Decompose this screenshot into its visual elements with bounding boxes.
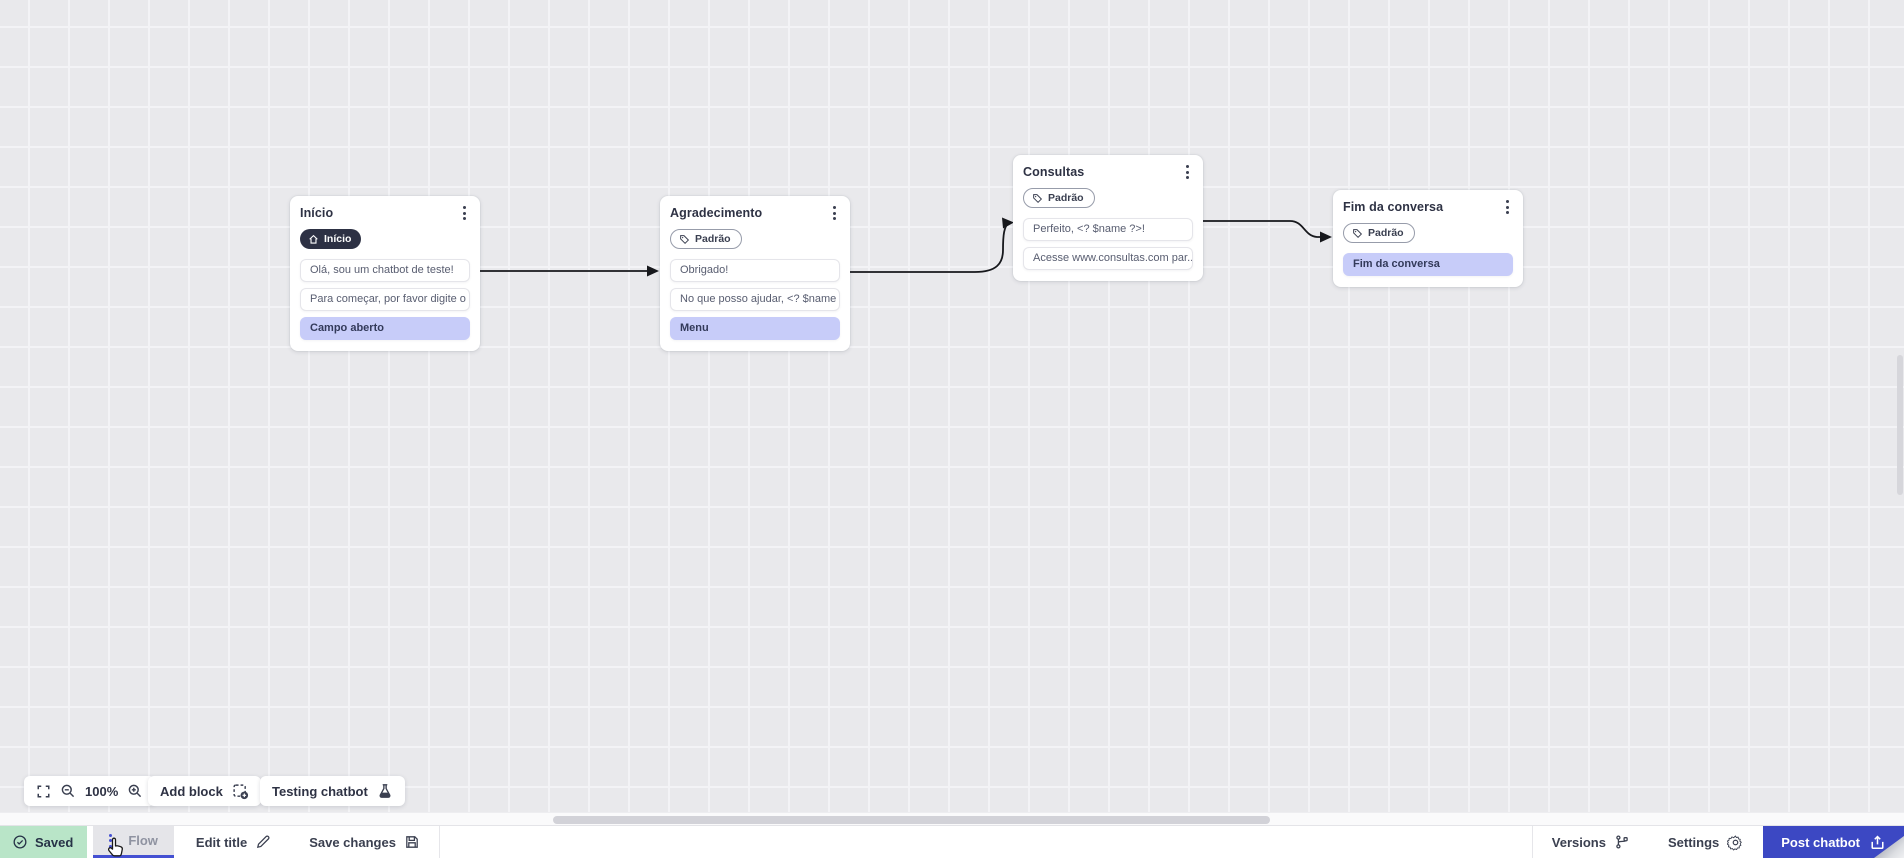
flow-menu-button[interactable] bbox=[105, 832, 116, 850]
node-title: Agradecimento bbox=[670, 206, 763, 220]
message-block[interactable]: Olá, sou um chatbot de teste! bbox=[300, 258, 470, 282]
node-agradecimento[interactable]: Agradecimento Padrão Obrigado! No que po… bbox=[660, 196, 850, 351]
status-bar: Saved Flow Edit title Save changes Versi… bbox=[0, 825, 1904, 858]
node-title: Fim da conversa bbox=[1343, 200, 1444, 214]
fullscreen-icon bbox=[37, 785, 50, 797]
settings-button[interactable]: Settings bbox=[1649, 826, 1763, 858]
node-badge: Padrão bbox=[1343, 223, 1415, 243]
message-block[interactable]: Acesse www.consultas.com par... bbox=[1023, 246, 1193, 270]
node-menu-button[interactable] bbox=[459, 204, 470, 222]
saved-status-badge: Saved bbox=[0, 826, 88, 858]
add-block-button[interactable]: Add block bbox=[148, 776, 261, 806]
versions-branch-icon bbox=[1616, 835, 1628, 849]
tag-icon bbox=[1353, 228, 1363, 238]
node-menu-button[interactable] bbox=[1502, 198, 1513, 216]
input-block[interactable]: Fim da conversa bbox=[1343, 252, 1513, 276]
testing-chatbot-button[interactable]: Testing chatbot bbox=[260, 776, 405, 806]
wire-consultas-fim bbox=[1202, 220, 1321, 238]
add-block-icon bbox=[233, 783, 248, 799]
zoom-out-icon bbox=[61, 784, 75, 798]
pencil-icon bbox=[257, 835, 270, 849]
gear-icon bbox=[1727, 835, 1743, 850]
versions-button[interactable]: Versions bbox=[1533, 826, 1649, 858]
node-menu-button[interactable] bbox=[1182, 163, 1193, 181]
tab-flow[interactable]: Flow bbox=[93, 826, 174, 858]
tag-icon bbox=[680, 234, 690, 244]
node-consultas[interactable]: Consultas Padrão Perfeito, <? $name ?>! … bbox=[1013, 155, 1203, 281]
node-inicio[interactable]: Início Início Olá, sou um chatbot de tes… bbox=[290, 196, 480, 351]
zoom-toolbar: 100% bbox=[24, 776, 156, 806]
edit-title-button[interactable]: Edit title bbox=[174, 826, 290, 858]
node-title: Início bbox=[300, 206, 334, 220]
zoom-in-icon bbox=[128, 784, 142, 798]
message-block[interactable]: Perfeito, <? $name ?>! bbox=[1023, 217, 1193, 241]
node-title: Consultas bbox=[1023, 165, 1085, 179]
node-badge: Padrão bbox=[670, 229, 742, 249]
divider bbox=[1531, 826, 1533, 858]
input-block[interactable]: Menu bbox=[670, 316, 840, 340]
fullscreen-button[interactable] bbox=[36, 784, 51, 799]
check-circle-icon bbox=[13, 835, 27, 849]
spacer bbox=[440, 826, 1532, 858]
horizontal-scrollbar-thumb[interactable] bbox=[553, 816, 1270, 824]
connection-wires bbox=[479, 217, 1332, 277]
vertical-scrollbar-thumb[interactable] bbox=[1897, 355, 1903, 495]
home-icon bbox=[309, 234, 318, 244]
wire-agradecimento-consultas bbox=[849, 222, 1010, 273]
arrowhead bbox=[647, 265, 659, 277]
zoom-in-button[interactable] bbox=[127, 783, 143, 799]
node-menu-button[interactable] bbox=[829, 204, 840, 222]
node-badge: Início bbox=[300, 229, 362, 249]
save-changes-button[interactable]: Save changes bbox=[290, 826, 439, 858]
message-block[interactable]: Para começar, por favor digite o ... bbox=[300, 287, 470, 311]
input-block[interactable]: Campo aberto bbox=[300, 316, 470, 340]
node-fim-da-conversa[interactable]: Fim da conversa Padrão Fim da conversa bbox=[1333, 190, 1523, 287]
node-badge: Padrão bbox=[1023, 188, 1095, 208]
message-block[interactable]: No que posso ajudar, <? $name ... bbox=[670, 287, 840, 311]
flow-canvas[interactable] bbox=[0, 0, 1904, 826]
tag-icon bbox=[1033, 193, 1043, 203]
save-icon bbox=[406, 836, 418, 848]
zoom-out-button[interactable] bbox=[60, 783, 76, 799]
message-block[interactable]: Obrigado! bbox=[670, 258, 840, 282]
divider bbox=[438, 826, 440, 858]
flask-icon bbox=[379, 784, 391, 798]
arrowhead bbox=[1002, 217, 1014, 229]
horizontal-scrollbar-track[interactable] bbox=[0, 812, 1904, 826]
arrowhead bbox=[1320, 231, 1332, 243]
post-chatbot-button[interactable]: Post chatbot bbox=[1763, 826, 1904, 858]
zoom-level: 100% bbox=[85, 783, 119, 799]
upload-icon bbox=[1871, 834, 1884, 849]
